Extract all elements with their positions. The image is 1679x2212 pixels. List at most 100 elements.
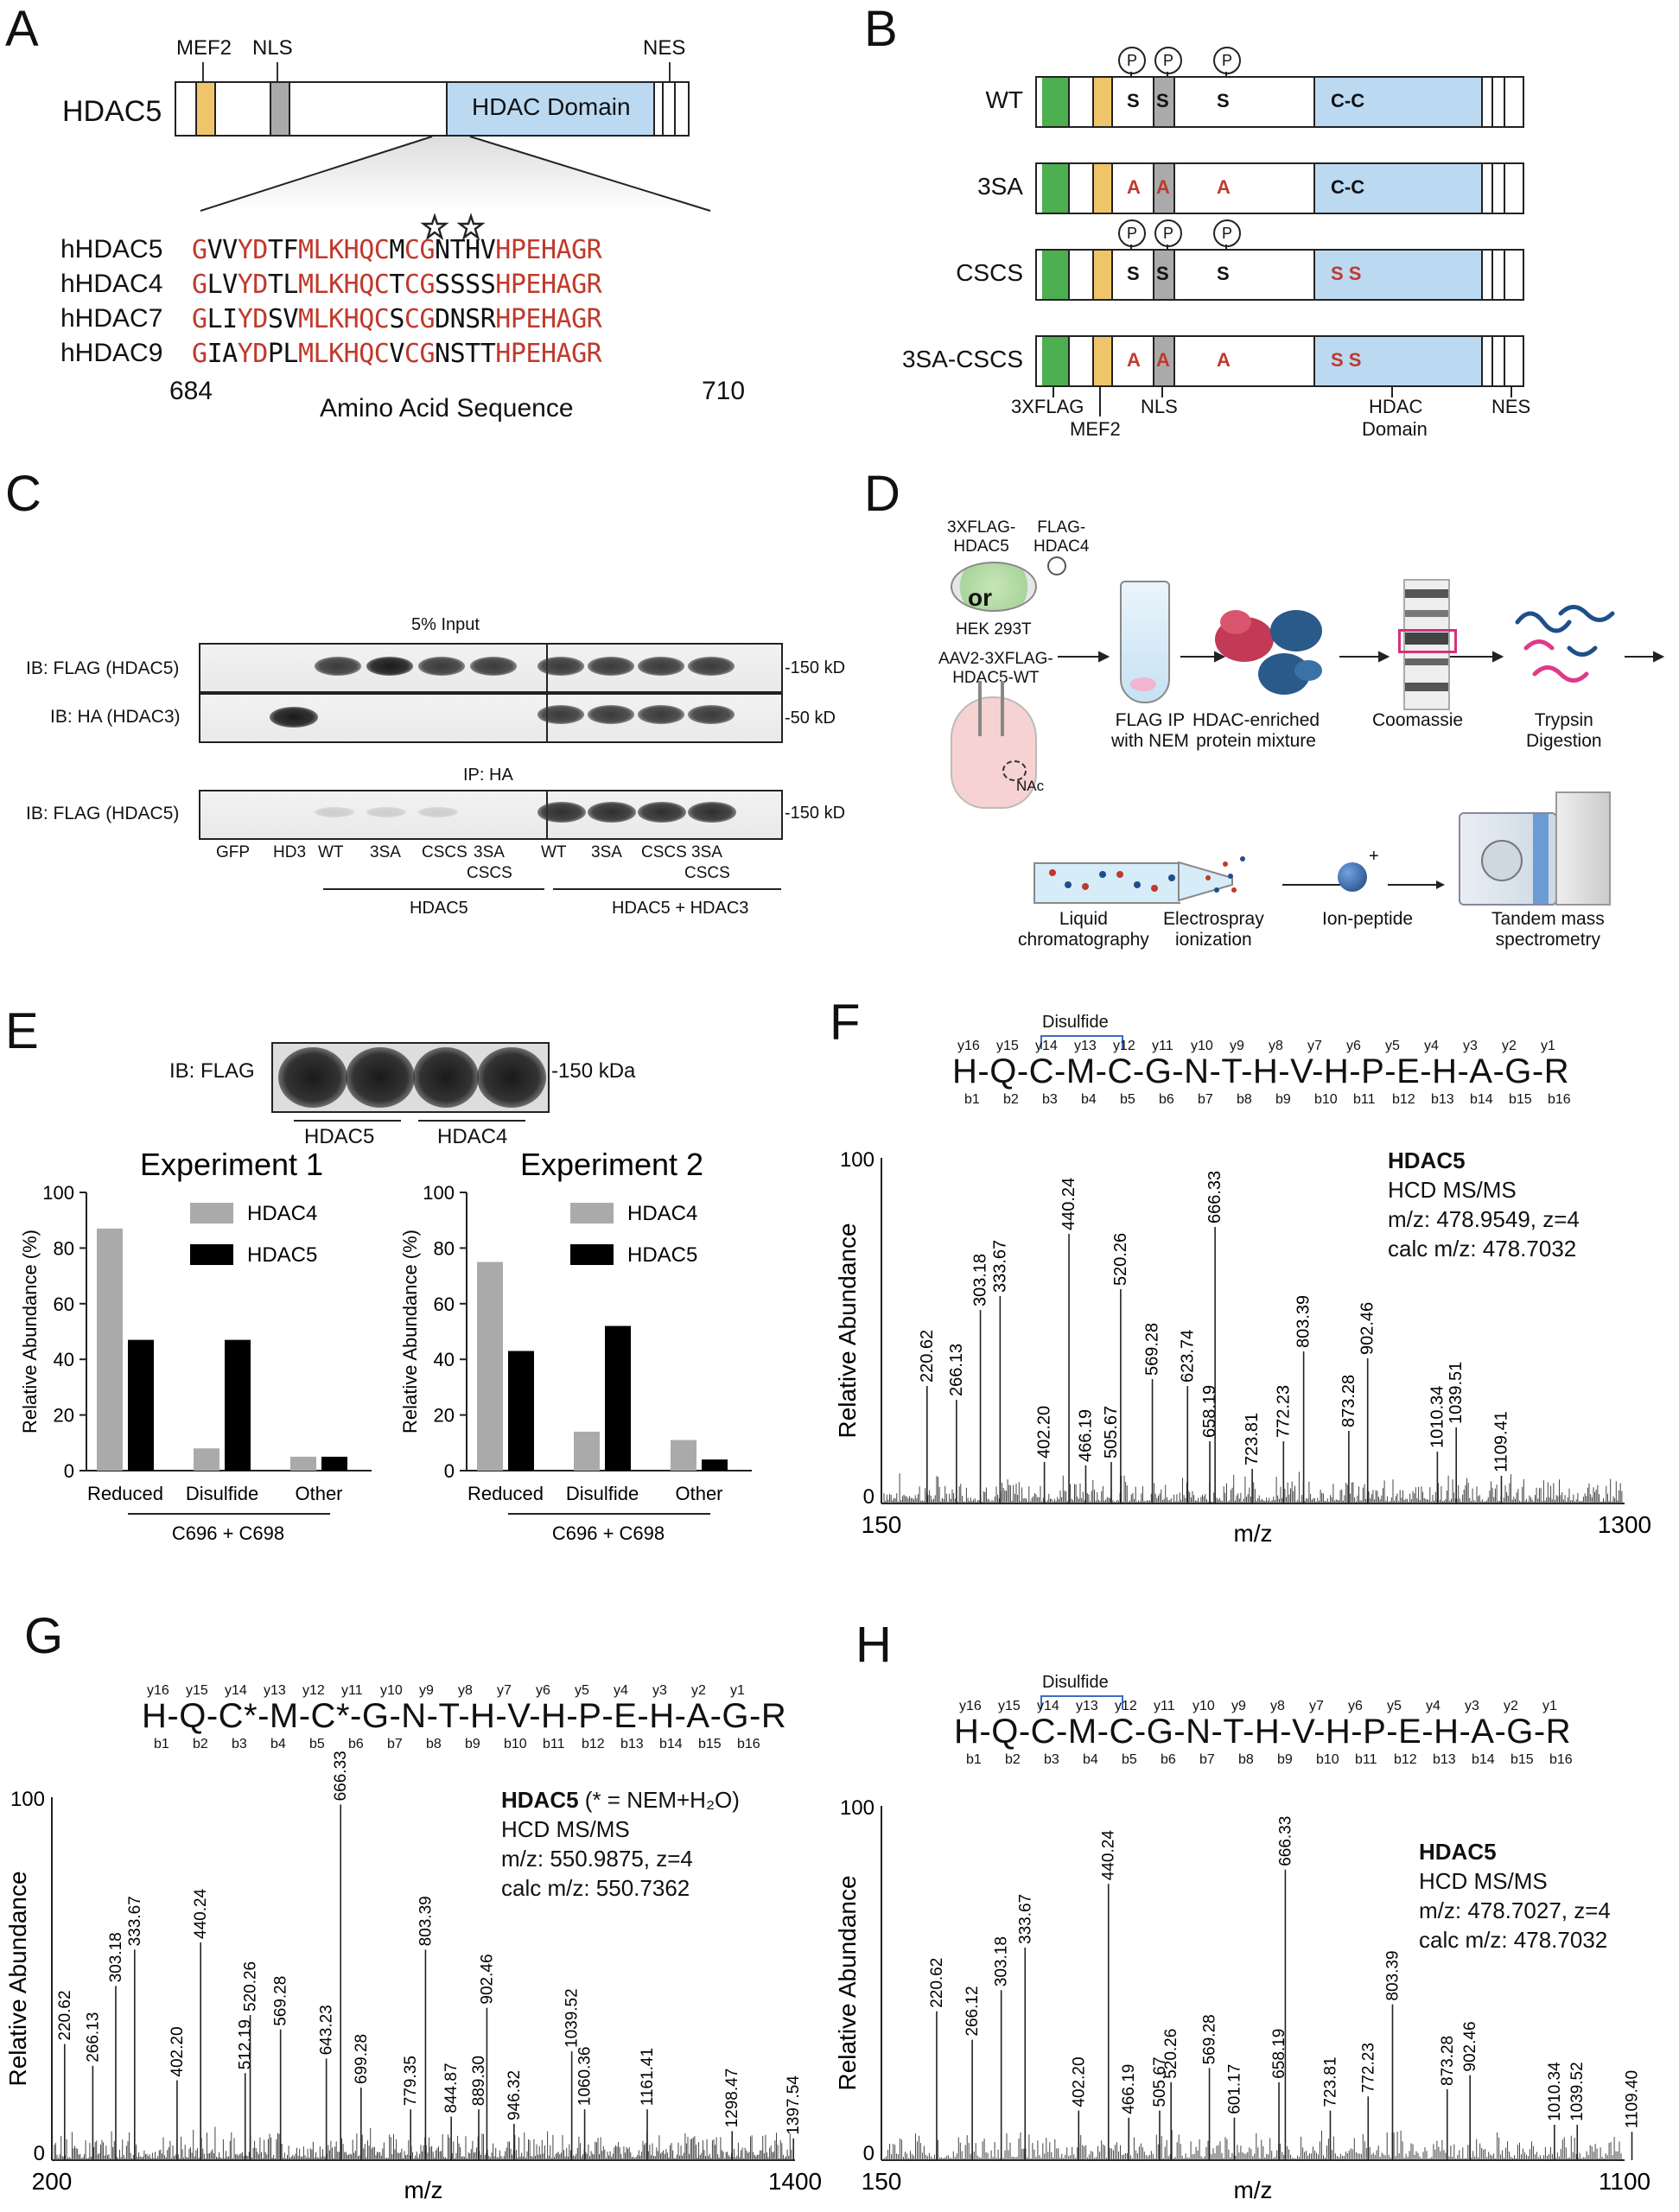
protein-name: HDAC5 bbox=[62, 95, 162, 128]
y-ion-index: y13 bbox=[1074, 1039, 1097, 1053]
residue: T bbox=[480, 339, 496, 369]
y-tick-label: 0 bbox=[64, 1460, 74, 1482]
residue: V bbox=[222, 235, 238, 265]
peak-label: 658.19 bbox=[1270, 2029, 1288, 2079]
residue: G bbox=[192, 235, 207, 265]
b-ion-index: b11 bbox=[1353, 1092, 1376, 1107]
y-ion-index: y14 bbox=[1035, 1039, 1058, 1053]
y-axis-label: Relative Abundance bbox=[834, 1875, 861, 2090]
legend-label: HDAC4 bbox=[627, 1202, 697, 1225]
band bbox=[588, 657, 634, 676]
residue: G bbox=[419, 339, 435, 369]
spectrum-title: HDAC5 bbox=[501, 1787, 579, 1813]
lc-dots-icon bbox=[1049, 861, 1233, 902]
residue: T bbox=[465, 339, 480, 369]
b-ion-index: b10 bbox=[1314, 1092, 1338, 1107]
d-coomassie-label: Coomassie bbox=[1372, 710, 1464, 730]
residue: N bbox=[435, 339, 450, 369]
residue: V bbox=[207, 235, 223, 265]
residue: M bbox=[297, 339, 314, 369]
ip-title: IP: HA bbox=[463, 766, 513, 785]
nls-box bbox=[1153, 251, 1175, 299]
b-ion-index: b7 bbox=[1198, 1092, 1213, 1107]
y-ion-index: y6 bbox=[536, 1683, 550, 1698]
mef2-box bbox=[195, 83, 216, 135]
residue: S bbox=[465, 270, 480, 300]
peak-label: 512.19 bbox=[237, 2019, 255, 2069]
peak-label: 844.87 bbox=[442, 2063, 461, 2113]
hdac-domain-box bbox=[446, 83, 655, 135]
peak-label: 666.33 bbox=[1276, 1816, 1294, 1866]
b-label-3xflag: 3XFLAG bbox=[1011, 396, 1084, 417]
peak-label: 1010.34 bbox=[1546, 2062, 1564, 2121]
e-group-hdac5: HDAC5 bbox=[304, 1125, 375, 1148]
residue: K bbox=[328, 270, 344, 300]
input-title: 5% Input bbox=[411, 615, 480, 634]
peak-label: 1039.52 bbox=[1568, 2062, 1587, 2121]
panel-label-d: D bbox=[864, 466, 900, 522]
residue: M bbox=[297, 304, 314, 334]
site-3: A bbox=[1217, 176, 1231, 198]
site-2: S bbox=[1156, 263, 1169, 284]
residue: C bbox=[373, 270, 390, 300]
b-ion-index: b13 bbox=[1431, 1092, 1454, 1107]
peak-label: 402.20 bbox=[1070, 2056, 1088, 2107]
residue: Q bbox=[359, 235, 374, 265]
dish-small-icon bbox=[1047, 556, 1066, 575]
x-tick-label: Other bbox=[675, 1483, 722, 1504]
seq-row: GIAYDPLMLKHQCVCGNSTTHPEHAGR bbox=[192, 339, 602, 369]
hdac-domain-box bbox=[1313, 164, 1483, 213]
disulfide-bracket bbox=[1040, 1035, 1123, 1049]
b-ion-index: b7 bbox=[387, 1737, 403, 1751]
y-ion-index: y4 bbox=[1424, 1039, 1439, 1053]
peak-label: 440.24 bbox=[1100, 1830, 1118, 1881]
b-ion-index: b16 bbox=[737, 1737, 760, 1751]
band bbox=[270, 707, 318, 728]
peak-label: 1109.40 bbox=[1624, 2070, 1642, 2128]
band bbox=[688, 802, 736, 823]
band bbox=[470, 657, 517, 676]
y-tick-label: 60 bbox=[434, 1294, 455, 1315]
y-ion-index: y7 bbox=[1309, 1699, 1324, 1713]
lane-label: CSCS bbox=[422, 843, 467, 861]
residue: R bbox=[586, 270, 602, 300]
residue: S bbox=[449, 339, 466, 369]
panel-label-h: H bbox=[855, 1617, 892, 1673]
residue: R bbox=[586, 235, 602, 265]
peak-label: 902.46 bbox=[1358, 1302, 1377, 1355]
cys-sites: C-C bbox=[1331, 176, 1365, 198]
site-1: S bbox=[1127, 263, 1140, 284]
y-ion-index: y3 bbox=[1465, 1699, 1479, 1713]
band bbox=[638, 705, 684, 724]
seq-name: hHDAC9 bbox=[60, 339, 163, 367]
residue: S bbox=[465, 304, 480, 334]
band bbox=[366, 657, 413, 676]
peak-label: 803.39 bbox=[1294, 1295, 1313, 1348]
site-3: S bbox=[1217, 263, 1230, 284]
x-max-label: 1300 bbox=[1598, 1511, 1651, 1538]
peptides-icon bbox=[1515, 605, 1615, 683]
b-ion-index: b9 bbox=[465, 1737, 480, 1751]
band bbox=[688, 705, 735, 724]
residue: M bbox=[389, 235, 404, 265]
peak-label: 658.19 bbox=[1200, 1385, 1219, 1438]
y-ion-index: y12 bbox=[302, 1683, 325, 1698]
spectrum-note: (* = NEM+H₂O) bbox=[578, 1787, 740, 1813]
mef2-box bbox=[1092, 78, 1113, 126]
residue: T bbox=[267, 235, 283, 265]
residue: G bbox=[571, 339, 587, 369]
y-ion-index: y1 bbox=[1542, 1699, 1557, 1713]
residue: P bbox=[510, 235, 526, 265]
lane-label: CSCS bbox=[641, 843, 687, 861]
b-ion-index: b11 bbox=[1355, 1752, 1377, 1767]
residue: S bbox=[389, 304, 404, 334]
spectrum-calc: calc m/z: 550.7362 bbox=[501, 1875, 690, 1901]
residue: Y bbox=[237, 304, 253, 334]
b-ion-index: b12 bbox=[1392, 1092, 1415, 1107]
residue: R bbox=[480, 304, 496, 334]
peak-label: 601.17 bbox=[1225, 2064, 1243, 2114]
residue: C bbox=[404, 235, 420, 265]
